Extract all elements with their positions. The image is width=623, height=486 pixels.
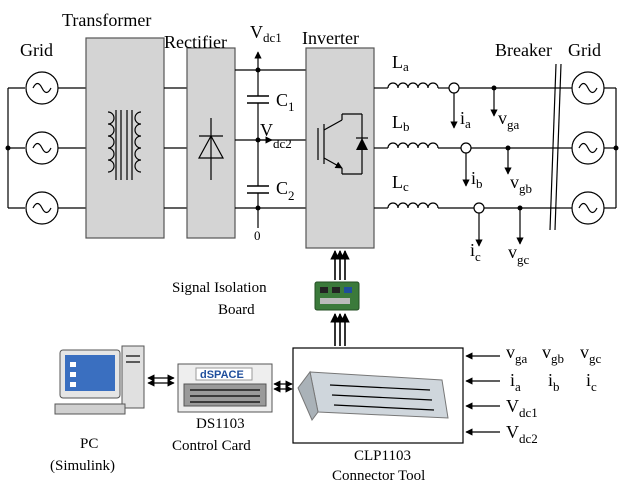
zero-label: 0 — [254, 228, 261, 243]
input-vgb-label: vgb — [542, 342, 564, 366]
grid-right-label: Grid — [568, 40, 601, 60]
signal-isolation-label-2: Board — [218, 302, 255, 318]
ds1103-clp1103-link — [273, 380, 293, 393]
lb-label: Lb — [392, 112, 410, 134]
dspace-logo: dSPACE — [200, 369, 244, 381]
pc: PC (Simulink) — [50, 345, 145, 474]
output-lines: La Lb Lc ia vga ib vgb ic vgc — [374, 52, 560, 267]
la-label: La — [392, 52, 409, 74]
source-c-left — [8, 191, 86, 225]
c2-label: C2 — [276, 178, 295, 203]
clp1103-label-2: Connector Tool — [332, 468, 425, 484]
source-b-left — [8, 131, 86, 165]
clp1103-connector: CLP1103 Connector Tool — [292, 347, 464, 484]
input-ib-label: ib — [548, 370, 560, 394]
vga-label: vga — [498, 108, 520, 132]
breaker-label: Breaker — [495, 40, 552, 60]
input-vdc1-label: Vdc1 — [506, 396, 538, 420]
input-vga-label: vga — [506, 342, 528, 366]
inverter-label: Inverter — [302, 28, 359, 48]
signal-isolation-label-1: Signal Isolation — [172, 280, 267, 296]
pc-label-2: (Simulink) — [50, 458, 115, 474]
ic-label: ic — [470, 240, 481, 264]
right-grid: Grid — [560, 40, 619, 225]
pc-ds1103-link — [147, 374, 175, 387]
signal-isolation-board: Signal Isolation Board — [172, 250, 360, 346]
input-vgc-label: vgc — [580, 342, 602, 366]
breaker: Breaker — [495, 40, 562, 231]
ib-label: ib — [471, 168, 483, 191]
ia-label: ia — [460, 108, 471, 131]
vdc2-label: Vdc2 — [260, 120, 292, 151]
inverter: Inverter — [302, 28, 375, 249]
ds1103-card: dSPACE DS1103 Control Card — [172, 363, 273, 454]
input-vdc2-label: Vdc2 — [506, 422, 538, 446]
ds1103-label-1: DS1103 — [196, 416, 245, 432]
rectifier: Rectifier — [164, 32, 236, 239]
left-grid: Grid — [5, 40, 86, 225]
vdc1-label: Vdc1 — [250, 22, 282, 45]
clp-inputs: vga vgb vgc ia ib ic Vdc1 Vdc2 — [465, 342, 602, 446]
pc-label-1: PC — [80, 436, 98, 452]
transformer: Transformer — [62, 10, 165, 239]
input-ic-label: ic — [586, 370, 597, 394]
vgb-label: vgb — [510, 172, 532, 196]
dc-link: Vdc1 C1 Vdc2 C2 0 — [235, 22, 306, 243]
connector-panel-icon — [309, 371, 449, 419]
vgc-label: vgc — [508, 242, 530, 267]
lc-label: Lc — [392, 172, 409, 194]
clp1103-label-1: CLP1103 — [354, 448, 411, 464]
transformer-label: Transformer — [62, 10, 151, 30]
input-ia-label: ia — [510, 370, 521, 394]
ds1103-label-2: Control Card — [172, 438, 251, 454]
rectifier-label: Rectifier — [164, 32, 227, 52]
grid-left-label: Grid — [20, 40, 53, 60]
board-icon — [314, 281, 360, 311]
c1-label: C1 — [276, 90, 295, 114]
source-a-left — [8, 71, 86, 105]
